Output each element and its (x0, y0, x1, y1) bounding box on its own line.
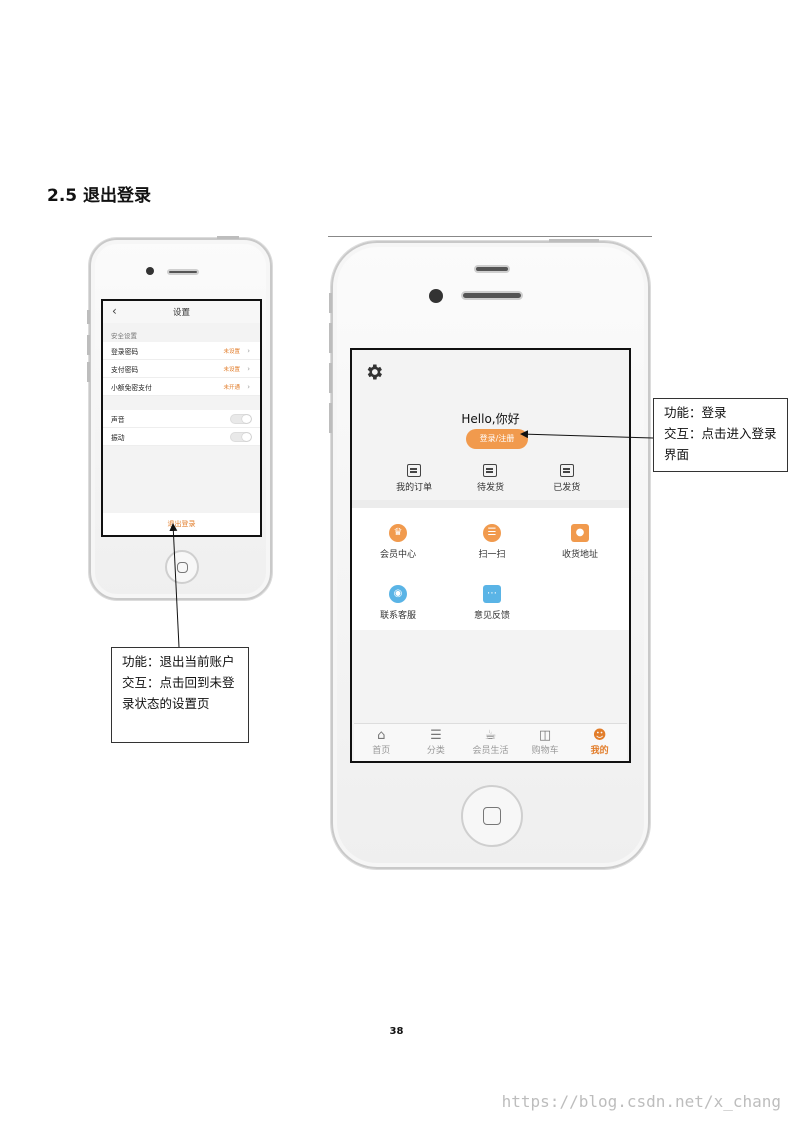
chevron-right-icon: › (247, 346, 250, 355)
tab-label: 会员生活 (472, 746, 509, 756)
note-function: 功能：登录 (664, 405, 727, 420)
note-interaction: 交互：点击回到未登录状态的设置页 (122, 675, 235, 711)
watermark: https://blog.csdn.net/x_chang (501, 1092, 781, 1111)
page-number: 38 (389, 1026, 404, 1037)
header-rule (328, 236, 652, 237)
chat-icon: ⋯ (483, 585, 501, 603)
row-value: 未设置 (223, 366, 240, 373)
security-section-label: 安全设置 (111, 332, 137, 340)
scan-icon: ☰ (483, 524, 501, 542)
order-item-pending[interactable]: 待发货 (460, 464, 520, 500)
service-icon: ◉ (389, 585, 407, 603)
tab-mine[interactable]: ☻ 我的 (575, 729, 625, 761)
bottom-tab-bar: ⌂ 首页 ☰ 分类 ☕ 会员生活 ◫ 购物车 ☻ 我的 (354, 723, 627, 761)
row-value: 未设置 (223, 348, 240, 355)
order-item-all[interactable]: 我的订单 (384, 464, 444, 500)
front-camera (429, 289, 443, 303)
user-icon: ☻ (592, 728, 607, 743)
annotation-logout: 功能：退出当前账户 交互：点击回到未登录状态的设置页 (111, 647, 249, 743)
row-label: 支付密码 (111, 365, 139, 374)
location-icon: ● (571, 524, 589, 542)
home-icon: ⌂ (377, 728, 386, 743)
grid-label: 联系客服 (379, 611, 416, 621)
order-icon (559, 464, 574, 477)
home-button (461, 785, 523, 847)
grid-item-address[interactable]: ● 收货地址 (540, 524, 620, 560)
order-item-shipped[interactable]: 已发货 (537, 464, 597, 500)
chevron-left-icon[interactable]: ‹ (112, 304, 117, 318)
tab-label: 首页 (372, 746, 391, 756)
grid-item-member-center[interactable]: ♛ 会员中心 (358, 524, 438, 560)
chevron-right-icon: › (247, 382, 250, 391)
speaker-grille (167, 269, 199, 275)
sound-toggle[interactable] (230, 413, 252, 424)
order-label: 我的订单 (396, 483, 433, 493)
order-label: 已发货 (553, 483, 581, 493)
annotation-login: 功能：登录 交互：点击进入登录界面 (653, 398, 788, 472)
vibrate-toggle[interactable] (230, 431, 252, 442)
grid-item-scan[interactable]: ☰ 扫一扫 (452, 524, 532, 560)
profile-screen: Hello,你好 登录/注册 我的订单 待发货 已发货 ♛ 会员中心 ☰ (350, 348, 631, 763)
gear-icon[interactable] (364, 362, 384, 382)
grid-item-service[interactable]: ◉ 联系客服 (358, 585, 438, 621)
grid-item-feedback[interactable]: ⋯ 意见反馈 (452, 585, 532, 621)
grid-label: 收货地址 (561, 550, 598, 560)
cup-icon: ☕ (484, 728, 497, 743)
earpiece (461, 291, 523, 300)
chevron-right-icon: › (247, 364, 250, 373)
service-grid: ♛ 会员中心 ☰ 扫一扫 ● 收货地址 ◉ 联系客服 ⋯ 意见反馈 (352, 508, 629, 630)
grid-label: 意见反馈 (473, 611, 510, 621)
order-icon (483, 464, 498, 477)
row-label: 登录密码 (111, 347, 139, 356)
section-divider (352, 500, 629, 508)
note-interaction: 交互：点击进入登录界面 (664, 426, 777, 462)
settings-row-pay-password[interactable]: 支付密码 未设置 › (103, 360, 260, 378)
settings-navbar: ‹ 设置 (103, 301, 260, 323)
tab-label: 我的 (590, 746, 609, 756)
tab-category[interactable]: ☰ 分类 (411, 729, 461, 761)
crown-icon: ♛ (389, 524, 407, 542)
grid-label: 会员中心 (379, 550, 416, 560)
login-register-button[interactable]: 登录/注册 (466, 429, 528, 449)
note-function: 功能：退出当前账户 (122, 654, 235, 669)
tab-home[interactable]: ⌂ 首页 (356, 729, 406, 761)
section-heading: 2.5 退出登录 (47, 186, 152, 206)
row-label: 振动 (111, 433, 125, 442)
phone-mockup-profile: Hello,你好 登录/注册 我的订单 待发货 已发货 ♛ 会员中心 ☰ (329, 239, 650, 869)
tab-cart[interactable]: ◫ 购物车 (520, 729, 570, 761)
speaker-grille (474, 265, 510, 273)
order-label: 待发货 (476, 483, 504, 493)
row-value: 未开通 (223, 384, 240, 391)
settings-row-vibrate: 振动 (103, 428, 260, 446)
settings-row-sound: 声音 (103, 410, 260, 428)
logout-button[interactable]: 退出登录 (103, 513, 260, 535)
greeting-text: Hello,你好 (461, 412, 520, 426)
row-label: 声音 (111, 415, 125, 424)
settings-row-login-password[interactable]: 登录密码 未设置 › (103, 342, 260, 360)
order-icon (407, 464, 422, 477)
category-icon: ☰ (430, 728, 442, 743)
phone-mockup-settings: ‹ 设置 安全设置 登录密码 未设置 › 支付密码 未设置 › 小额免密支付 未… (87, 236, 272, 600)
tab-label: 购物车 (531, 746, 559, 756)
order-status-row: 我的订单 待发货 已发货 (352, 464, 629, 500)
front-camera (146, 267, 154, 275)
settings-title: 设置 (172, 308, 190, 318)
cart-icon: ◫ (538, 728, 552, 743)
settings-row-small-pay[interactable]: 小额免密支付 未开通 › (103, 378, 260, 396)
settings-screen: ‹ 设置 安全设置 登录密码 未设置 › 支付密码 未设置 › 小额免密支付 未… (101, 299, 262, 537)
home-button (165, 550, 199, 584)
tab-label: 分类 (426, 746, 445, 756)
tab-member-life[interactable]: ☕ 会员生活 (465, 729, 515, 761)
grid-label: 扫一扫 (478, 550, 506, 560)
row-label: 小额免密支付 (111, 383, 152, 392)
